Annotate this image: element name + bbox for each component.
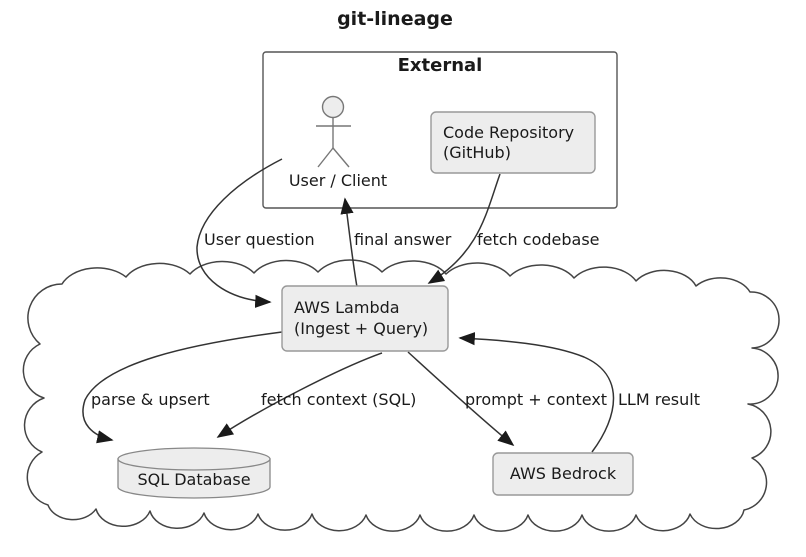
edge-final-answer	[340, 197, 358, 288]
edge-label-parse-upsert: parse & upsert	[91, 390, 210, 409]
edge-parse-upsert	[82, 331, 283, 444]
aws-lambda-node-box	[281, 285, 449, 352]
edge-fetch-codebase	[427, 173, 501, 284]
diagram-title: git-lineage	[337, 8, 453, 30]
database-cylinder-icon	[117, 447, 271, 499]
aws-bedrock-node: AWS Bedrock	[509, 464, 617, 483]
edge-fetch-context	[216, 352, 383, 438]
aws-lambda-label-line2: (Ingest + Query)	[294, 319, 429, 338]
aws-lambda-label-line1: AWS Lambda	[294, 298, 400, 317]
code-repository-node-box	[430, 111, 596, 174]
edge-llm-result	[458, 332, 615, 453]
user-client-label: User / Client	[288, 171, 388, 190]
edge-label-fetch-context: fetch context (SQL)	[261, 390, 417, 409]
edge-label-final-answer: final answer	[354, 230, 452, 249]
edge-user-question	[196, 158, 283, 308]
code-repository-label-line1: Code Repository	[443, 123, 575, 142]
edge-label-prompt-context: prompt + context	[465, 390, 608, 409]
edge-label-llm-result: LLM result	[618, 390, 700, 409]
edge-prompt-context	[407, 351, 515, 447]
sql-database-node: SQL Database	[137, 470, 251, 489]
code-repository-label-line2: (GitHub)	[443, 143, 511, 162]
edge-label-user-question: User question	[204, 230, 315, 249]
aws-lambda-node: AWS Lambda (Ingest + Query)	[294, 297, 428, 339]
actor-icon	[316, 95, 351, 168]
edge-label-fetch-codebase: fetch codebase	[477, 230, 600, 249]
external-group-label: External	[397, 55, 483, 76]
code-repository-node: Code Repository (GitHub)	[443, 123, 574, 163]
aws-bedrock-node-box	[492, 452, 634, 496]
